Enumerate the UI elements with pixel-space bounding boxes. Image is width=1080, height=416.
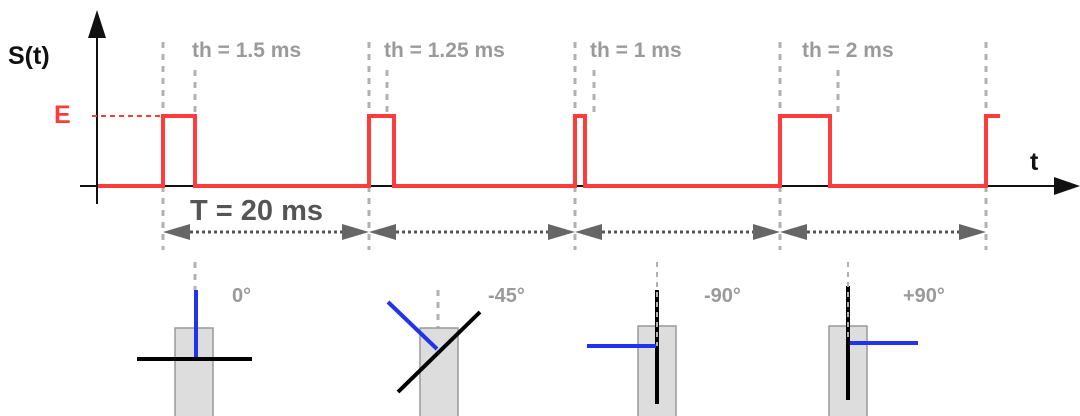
servo-angle-label: -45°: [488, 285, 525, 307]
servo-body: [419, 327, 459, 416]
period-arrow-4: [780, 224, 986, 240]
period-arrow-1: [163, 224, 369, 240]
y-axis-arrow-icon: [88, 10, 106, 38]
axes: S(t) t E: [8, 10, 1080, 204]
servo-minus-45-deg: -45°: [386, 285, 525, 416]
period-label: T = 20 ms: [190, 195, 323, 227]
servo-horn: [396, 310, 482, 394]
servo-pointer-arm: [386, 300, 439, 351]
x-axis-arrow-icon: [1054, 177, 1080, 195]
servo-angle-label: +90°: [903, 285, 945, 307]
period-dimensions: T = 20 ms: [163, 195, 986, 240]
guide-lines: [161, 42, 988, 250]
level-label-e: E: [54, 101, 71, 129]
pulse-width-label-4: th = 2 ms: [802, 39, 894, 62]
pulse-labels: th = 1.5 ms th = 1.25 ms th = 1 ms th = …: [192, 39, 894, 62]
pulse-width-label-3: th = 1 ms: [590, 39, 682, 62]
pulse-width-label-2: th = 1.25 ms: [384, 39, 505, 62]
period-arrow-3: [575, 224, 780, 240]
servo-0-deg: 0°: [137, 262, 252, 416]
pwm-signal-waveform: [98, 114, 1000, 188]
servo-plus-90-deg: +90°: [828, 262, 945, 416]
y-axis-label: S(t): [8, 42, 50, 70]
x-axis-label: t: [1030, 148, 1039, 176]
servo-angle-label: 0°: [232, 285, 251, 307]
period-arrow-2: [369, 224, 575, 240]
servo-minus-90-deg: -90°: [587, 262, 741, 416]
pulse-width-label-1: th = 1.5 ms: [192, 39, 301, 62]
servo-angle-label: -90°: [704, 285, 741, 307]
